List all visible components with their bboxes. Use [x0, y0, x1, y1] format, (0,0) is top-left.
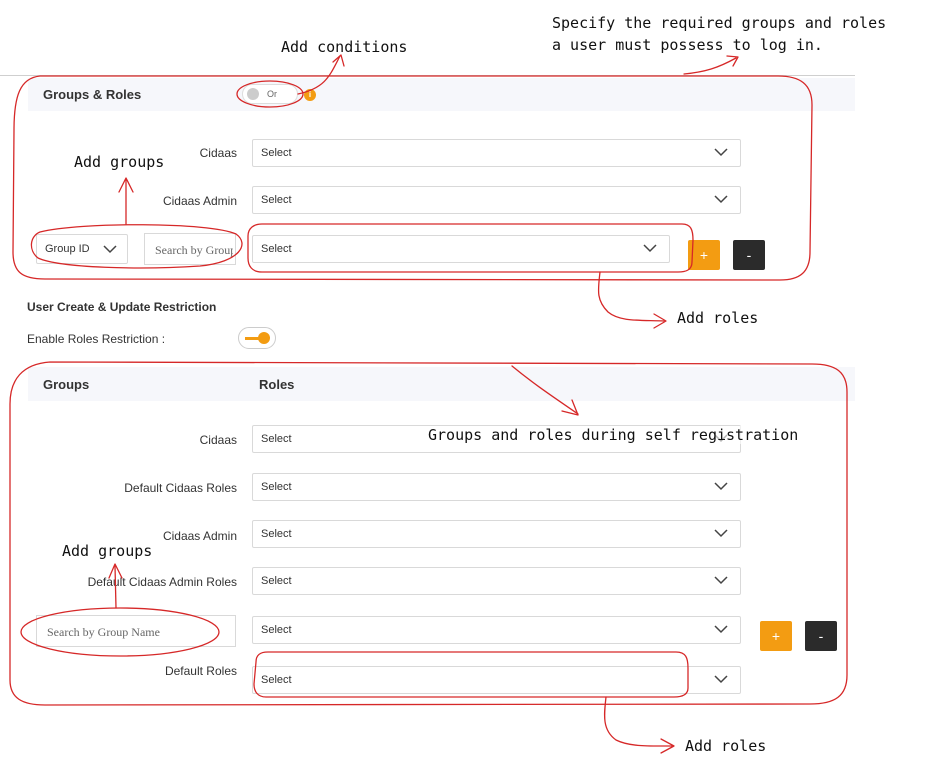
- remove-row-button[interactable]: -: [805, 621, 837, 651]
- annotation-specify-line2: a user must possess to log in.: [552, 36, 823, 54]
- select-default-cidaas-roles[interactable]: Select: [252, 473, 741, 501]
- annotation-arrowhead: [653, 313, 667, 329]
- annotation-arrow-roles-bottom: [603, 696, 673, 747]
- roles-select[interactable]: Select: [252, 616, 741, 644]
- col-groups: Groups: [43, 377, 90, 392]
- select-cidaas-admin[interactable]: Select: [252, 520, 741, 548]
- annotation-specify-line1: Specify the required groups and roles: [552, 14, 887, 32]
- annotation-arrowhead: [561, 399, 579, 416]
- chevron-down-icon: [714, 482, 728, 491]
- chevron-down-icon: [643, 244, 657, 253]
- enable-roles-restriction-toggle[interactable]: [238, 327, 276, 349]
- select-value: Select: [261, 674, 292, 686]
- annotation-self-registration: Groups and roles during self registratio…: [428, 426, 799, 444]
- group-id-select[interactable]: Group ID: [36, 234, 128, 264]
- group-id-value: Group ID: [45, 243, 90, 255]
- chevron-down-icon: [714, 625, 728, 634]
- chevron-down-icon: [103, 245, 117, 254]
- select-cidaas-admin-group[interactable]: Select: [252, 186, 741, 214]
- annotation-arrowhead: [332, 54, 345, 67]
- add-row-button[interactable]: +: [760, 621, 792, 651]
- or-toggle-label: Or: [267, 89, 277, 99]
- chevron-down-icon: [714, 148, 728, 157]
- group-search-input[interactable]: Search by Group Name: [144, 233, 236, 265]
- select-value: Select: [261, 147, 292, 159]
- toggle-knob: [258, 332, 270, 344]
- enable-roles-restriction-label: Enable Roles Restriction :: [27, 332, 166, 346]
- select-value: Select: [261, 433, 292, 445]
- annotation-add-roles-bottom: Add roles: [685, 737, 767, 755]
- registration-header: [28, 367, 855, 401]
- group-search-input[interactable]: Search by Group Name: [36, 615, 236, 647]
- annotation-add-groups-top: Add groups: [74, 153, 165, 171]
- chevron-down-icon: [714, 576, 728, 585]
- annotation-add-roles-top: Add roles: [677, 309, 759, 327]
- select-value: Select: [261, 575, 292, 587]
- annotation-arrowhead: [726, 55, 739, 67]
- toggle-knob: [247, 88, 259, 100]
- restriction-title: User Create & Update Restriction: [27, 300, 217, 314]
- row-label-default-cidaas-roles: Default Cidaas Roles: [124, 481, 237, 495]
- or-toggle[interactable]: Or: [242, 84, 298, 104]
- col-roles: Roles: [259, 377, 295, 392]
- chevron-down-icon: [714, 529, 728, 538]
- annotation-arrowhead: [660, 738, 675, 754]
- chevron-down-icon: [714, 195, 728, 204]
- row-label-default-cidaas-admin-roles: Default Cidaas Admin Roles: [87, 575, 237, 589]
- search-placeholder: Search by Group Name: [155, 243, 233, 257]
- toggle-track: [245, 337, 261, 340]
- row-label-cidaas-admin: Cidaas Admin: [162, 529, 237, 543]
- row-label-cidaas: Cidaas: [199, 433, 237, 447]
- annotation-arrow-specify: [683, 57, 737, 75]
- annotation-arrow-roles-top: [597, 271, 665, 322]
- info-icon[interactable]: i: [304, 89, 316, 101]
- search-placeholder: Search by Group Name: [47, 625, 160, 639]
- select-value: Select: [261, 481, 292, 493]
- groups-roles-title: Groups & Roles: [43, 87, 142, 102]
- annotation-add-conditions: Add conditions: [281, 38, 408, 56]
- groups-roles-header: [28, 78, 855, 111]
- annotation-add-groups-bottom: Add groups: [62, 542, 153, 560]
- row-label-cidaas-admin: Cidaas Admin: [162, 194, 237, 208]
- select-value: Select: [261, 624, 292, 636]
- row-label-default-roles: Default Roles: [164, 664, 237, 678]
- annotation-arrowhead: [118, 177, 134, 193]
- divider: [0, 75, 855, 76]
- select-default-roles[interactable]: Select: [252, 666, 741, 694]
- remove-row-button[interactable]: -: [733, 240, 765, 270]
- select-value: Select: [261, 243, 292, 255]
- select-value: Select: [261, 194, 292, 206]
- chevron-down-icon: [714, 675, 728, 684]
- select-cidaas-group[interactable]: Select: [252, 139, 741, 167]
- add-row-button[interactable]: +: [688, 240, 720, 270]
- select-value: Select: [261, 528, 292, 540]
- select-default-cidaas-admin-roles[interactable]: Select: [252, 567, 741, 595]
- roles-select[interactable]: Select: [252, 235, 670, 263]
